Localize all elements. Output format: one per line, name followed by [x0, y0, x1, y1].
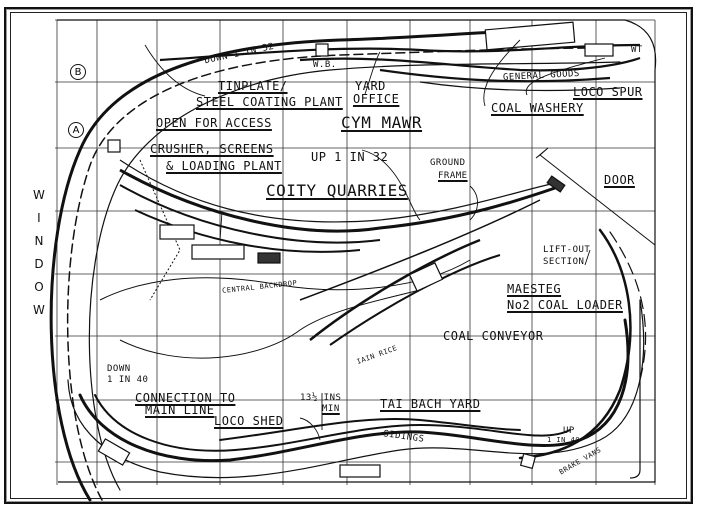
- water-tower-building: [315, 43, 329, 57]
- label-coity-quarries: COITY QUARRIES: [266, 181, 408, 200]
- label-min-radius: 13½ INS: [300, 393, 342, 403]
- label-down-1in40-2: 1 IN 40: [107, 375, 149, 385]
- window-letter: O: [34, 280, 44, 294]
- frame-inner-border: [10, 12, 687, 499]
- window-label: W I N D O W: [33, 188, 45, 317]
- main-line-tracks: [49, 28, 647, 502]
- loco-shed-building: [339, 464, 381, 478]
- label-coal-loader: No2 COAL LOADER: [507, 298, 623, 312]
- label-loading-plant: & LOADING PLANT: [166, 159, 282, 173]
- coal-washery-building: [484, 21, 576, 51]
- coity-quarries-tracks: [119, 159, 561, 346]
- label-open-for-access: OPEN FOR ACCESS: [156, 116, 272, 130]
- screens-building: [257, 252, 281, 264]
- label-coal-conveyor: COAL CONVEYOR: [443, 329, 544, 343]
- label-tai-bach-yard: TAI BACH YARD: [380, 397, 481, 411]
- label-wb: W.B.: [313, 60, 337, 70]
- access-hut: [107, 139, 121, 153]
- label-connection-to: CONNECTION TO: [135, 391, 236, 405]
- label-min: MIN: [322, 404, 340, 414]
- window-letter: N: [34, 234, 44, 248]
- label-ground-frame-2: FRAME: [438, 171, 468, 181]
- label-section: SECTION: [543, 257, 585, 267]
- label-steel-coating-plant: STEEL COATING PLANT: [196, 95, 343, 109]
- leader-lines: [144, 39, 606, 441]
- loading-plant-building: [191, 244, 245, 260]
- lift-out-hinge: [546, 175, 566, 193]
- connection-building: [97, 438, 131, 466]
- label-maesteg: MAESTEG: [507, 282, 562, 296]
- label-lift-out: LIFT-OUT: [543, 245, 591, 255]
- label-cym-mawr: CYM MAWR: [341, 113, 423, 132]
- label-wt: WT: [631, 45, 643, 55]
- coal-loader-building: [408, 262, 444, 292]
- window-letter: W: [33, 303, 45, 317]
- label-coal-washery: COAL WASHERY: [491, 101, 584, 115]
- window-letter: I: [37, 211, 41, 225]
- buildings: [97, 21, 614, 478]
- grid-lines: [55, 19, 656, 485]
- crusher-building: [159, 224, 195, 240]
- label-up-1in40-2: 1 IN 40: [547, 436, 581, 444]
- loco-spur-building: [584, 43, 614, 57]
- marker-a: A: [68, 122, 84, 138]
- label-yard-office-2: OFFICE: [353, 92, 400, 106]
- label-loco-spur: LOCO SPUR: [573, 85, 643, 99]
- label-loco-shed: LOCO SHED: [214, 414, 284, 428]
- door-swing: [535, 147, 656, 246]
- baseboard-outline: [57, 19, 657, 483]
- label-up-1in32: UP 1 IN 32: [311, 150, 389, 164]
- window-letter: W: [33, 188, 45, 202]
- frame-bevel: [6, 9, 691, 502]
- label-yard-office-1: YARD: [355, 79, 386, 93]
- label-main-line: MAIN LINE: [145, 403, 215, 417]
- label-ground-frame-1: GROUND: [430, 158, 466, 168]
- window-letter: D: [34, 257, 44, 271]
- label-crusher-screens: CRUSHER, SCREENS: [150, 142, 274, 156]
- cym-mawr-yard-tracks: [159, 43, 641, 92]
- marker-b: B: [70, 64, 86, 80]
- sidings-hut: [519, 452, 537, 470]
- label-tinplate: TINPLATE/: [218, 79, 288, 93]
- label-down-1in40-1: DOWN: [107, 364, 131, 374]
- label-up-1in40-1: UP: [563, 426, 575, 436]
- label-door: DOOR: [604, 173, 635, 187]
